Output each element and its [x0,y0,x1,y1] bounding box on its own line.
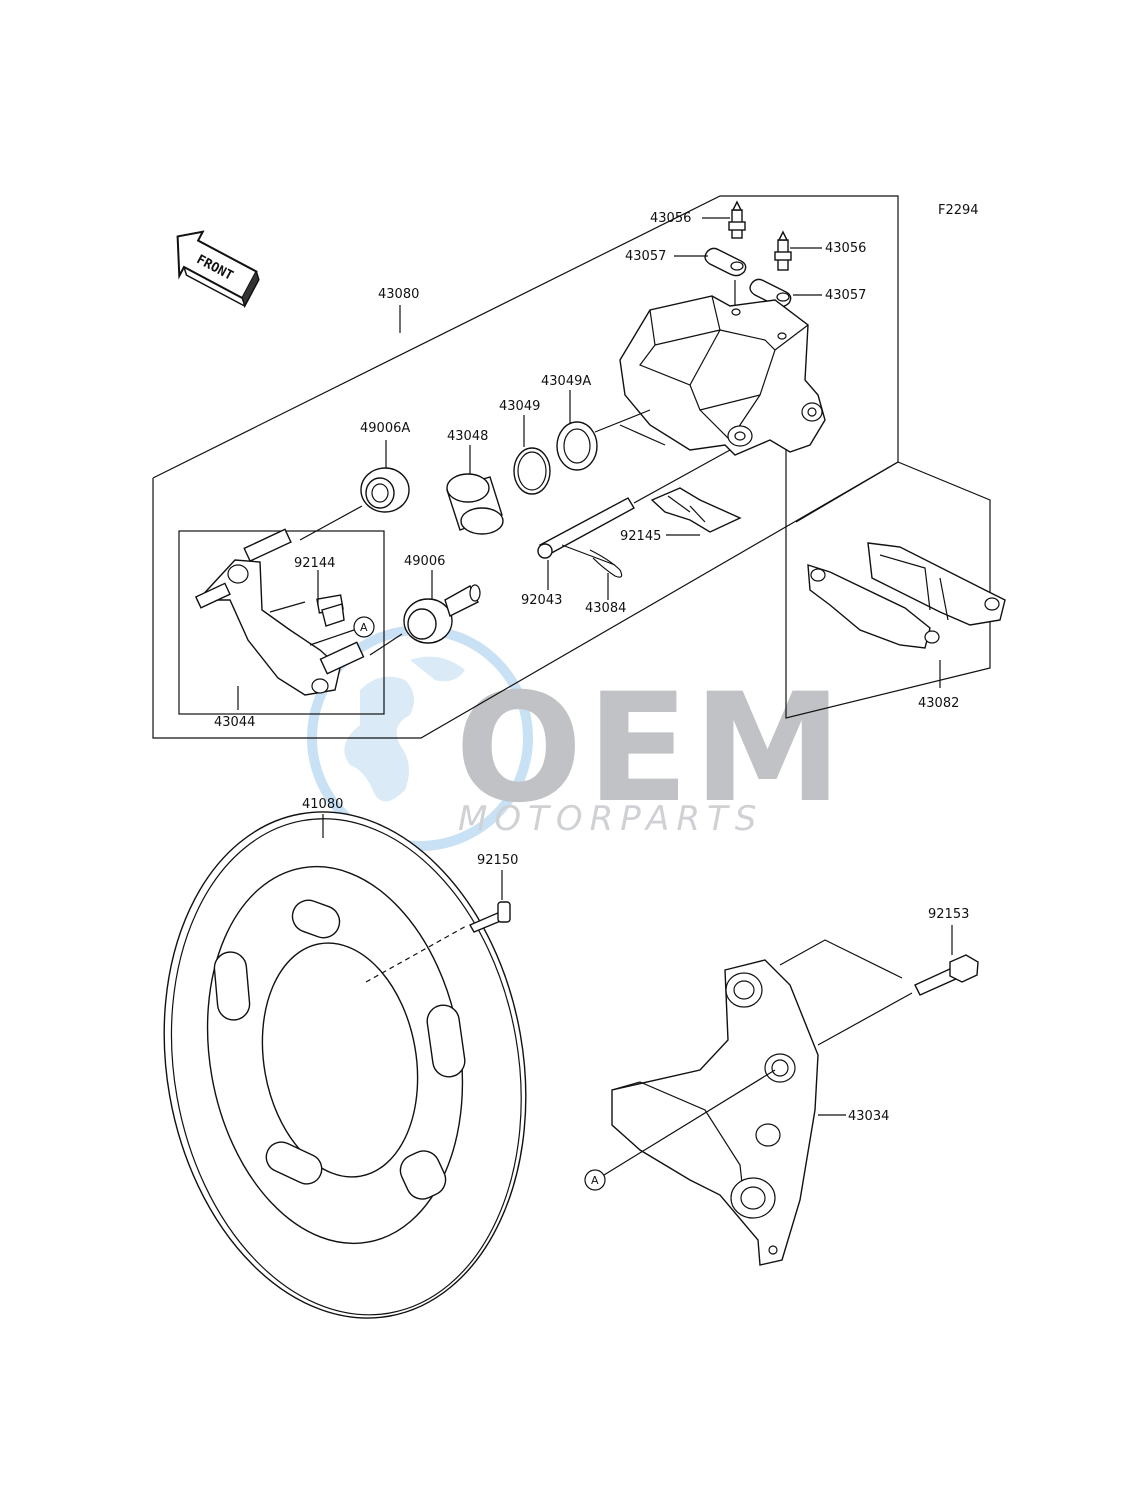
boot-49006A [360,467,410,513]
label-92153: 92153 [928,907,969,922]
label-92145: 92145 [620,529,661,544]
label-92043: 92043 [521,593,562,608]
brake-disc-41080 [163,811,527,1319]
bracket-frame [178,530,385,715]
piston-43048 [446,473,504,535]
brake-pads-43082 [807,542,1006,649]
label-43057-right: 43057 [825,288,866,303]
front-arrow-icon: FRONT [176,230,260,309]
bolt-92150 [469,901,511,933]
label-43044: 43044 [214,715,255,730]
watermark: OEM MOTORPARTS [307,625,846,851]
label-43034: 43034 [848,1109,889,1124]
slide-pin-92043 [537,497,635,559]
label-49006: 49006 [404,554,445,569]
label-92150: 92150 [477,853,518,868]
pad-spring-92145 [650,487,742,533]
piston-seal-43049 [513,447,551,495]
bleeder-cap-left [704,247,747,277]
clip-43084 [589,549,623,578]
shim-92144 [321,603,345,627]
watermark-continents-icon [344,656,465,802]
piston-seal-43049A [556,421,598,471]
label-43057-left: 43057 [625,249,666,264]
bleeder-cap-right [749,278,792,308]
figure-code: F2294 [938,203,979,218]
watermark-tagline: MOTORPARTS [458,799,763,839]
watermark-brand: OEM [455,662,846,836]
label-49006A: 49006A [360,421,410,436]
label-43056-right: 43056 [825,241,866,256]
label-43082: 43082 [918,696,959,711]
label-43048: 43048 [447,429,488,444]
label-43049: 43049 [499,399,540,414]
bleed-valve-right [774,230,792,271]
callout-a-lower-letter: A [591,1174,599,1187]
label-43056-left: 43056 [650,211,691,226]
label-43080: 43080 [378,287,419,302]
bolt-92153 [914,954,979,996]
label-43084: 43084 [585,601,626,616]
boot-49006 [403,584,481,644]
callout-a-upper-letter: A [360,621,368,634]
bleed-valve-left [728,200,746,239]
callout-a-lower [584,1169,606,1191]
label-92144: 92144 [294,556,335,571]
pad-frame [785,450,991,719]
label-43049A: 43049A [541,374,591,389]
caliper-mount-43034 [611,959,819,1266]
callout-a-upper [353,616,375,638]
caliper-body [619,295,826,456]
label-41080: 41080 [302,797,343,812]
